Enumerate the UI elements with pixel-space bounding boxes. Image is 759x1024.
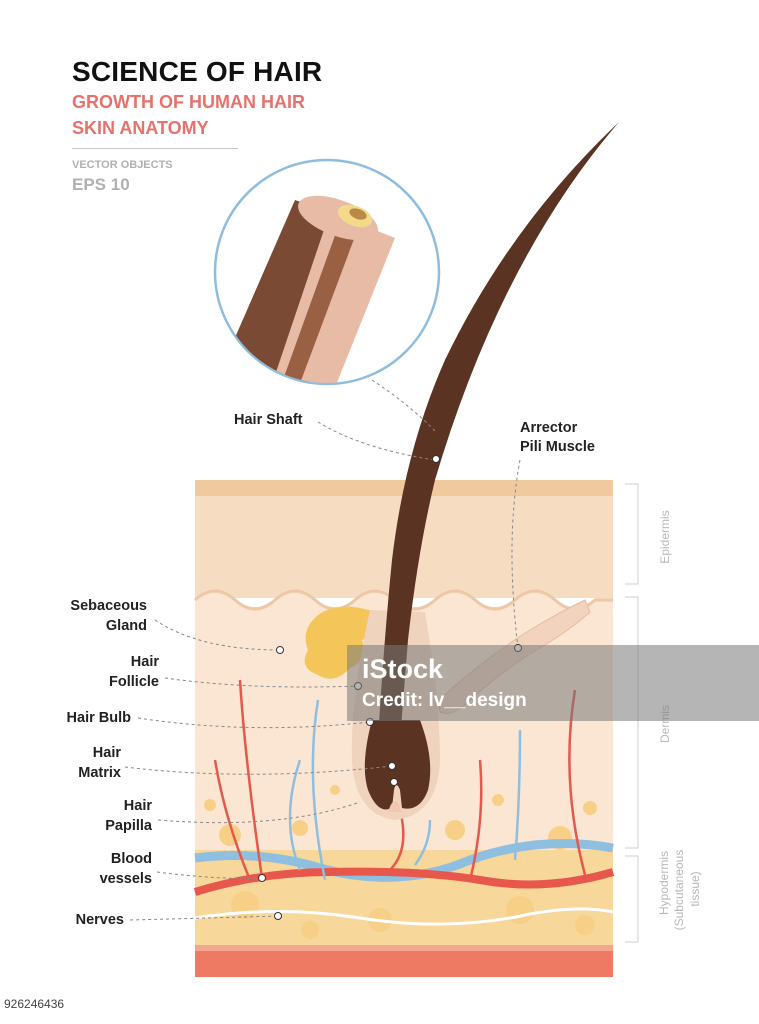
meta-eps: EPS 10: [72, 175, 130, 194]
watermark-band: [347, 645, 759, 721]
layer-brackets: [625, 483, 639, 943]
subtitle-growth: GROWTH OF HUMAN HAIR: [72, 92, 305, 112]
nerve-line: [194, 907, 614, 926]
layer-label-epidermis: Epidermis: [658, 510, 672, 564]
label-sebaceous-2: Gland: [105, 618, 147, 634]
label-hair-bulb: Hair Bulb: [66, 710, 131, 726]
hair-bulb-shape: [364, 720, 431, 810]
label-nerves: Nerves: [75, 912, 124, 928]
magnified-hair-shaft: [213, 158, 441, 386]
label-follicle-2: Follicle: [109, 674, 159, 690]
label-matrix-2: Matrix: [78, 765, 121, 781]
subtitle-anatomy: SKIN ANATOMY: [72, 118, 209, 138]
label-sebaceous-1: Sebaceous: [70, 598, 147, 614]
meta-vector-objects: VECTOR OBJECTS: [72, 159, 173, 171]
label-papilla-1: Hair: [123, 798, 152, 814]
layer-label-hypodermis-2: (Subcutaneous: [672, 849, 686, 931]
label-hair-shaft: Hair Shaft: [234, 412, 303, 428]
layer-label-hypodermis-3: tissue): [688, 871, 702, 907]
label-blood-1: Blood: [110, 851, 152, 867]
image-id-tag: 926246436: [0, 994, 90, 1014]
label-matrix-1: Hair: [92, 745, 121, 761]
label-blood-2: vessels: [99, 871, 152, 887]
header-divider: [72, 148, 238, 149]
label-papilla-2: Papilla: [105, 818, 152, 834]
vein: [194, 839, 614, 882]
label-follicle-1: Hair: [130, 654, 159, 670]
watermark-logo: iStock: [362, 654, 444, 684]
hypodermis-layer: [195, 850, 613, 945]
watermark-credit: Credit: lv__design: [362, 690, 527, 711]
label-arrector-1: Arrector: [520, 420, 578, 436]
label-arrector-2: Pili Muscle: [520, 439, 595, 455]
page-title: SCIENCE OF HAIR: [72, 56, 323, 87]
leader-lines: [124, 379, 521, 921]
papilla-shape: [388, 801, 402, 812]
layer-label-hypodermis-1: Hypodermis: [657, 850, 671, 916]
